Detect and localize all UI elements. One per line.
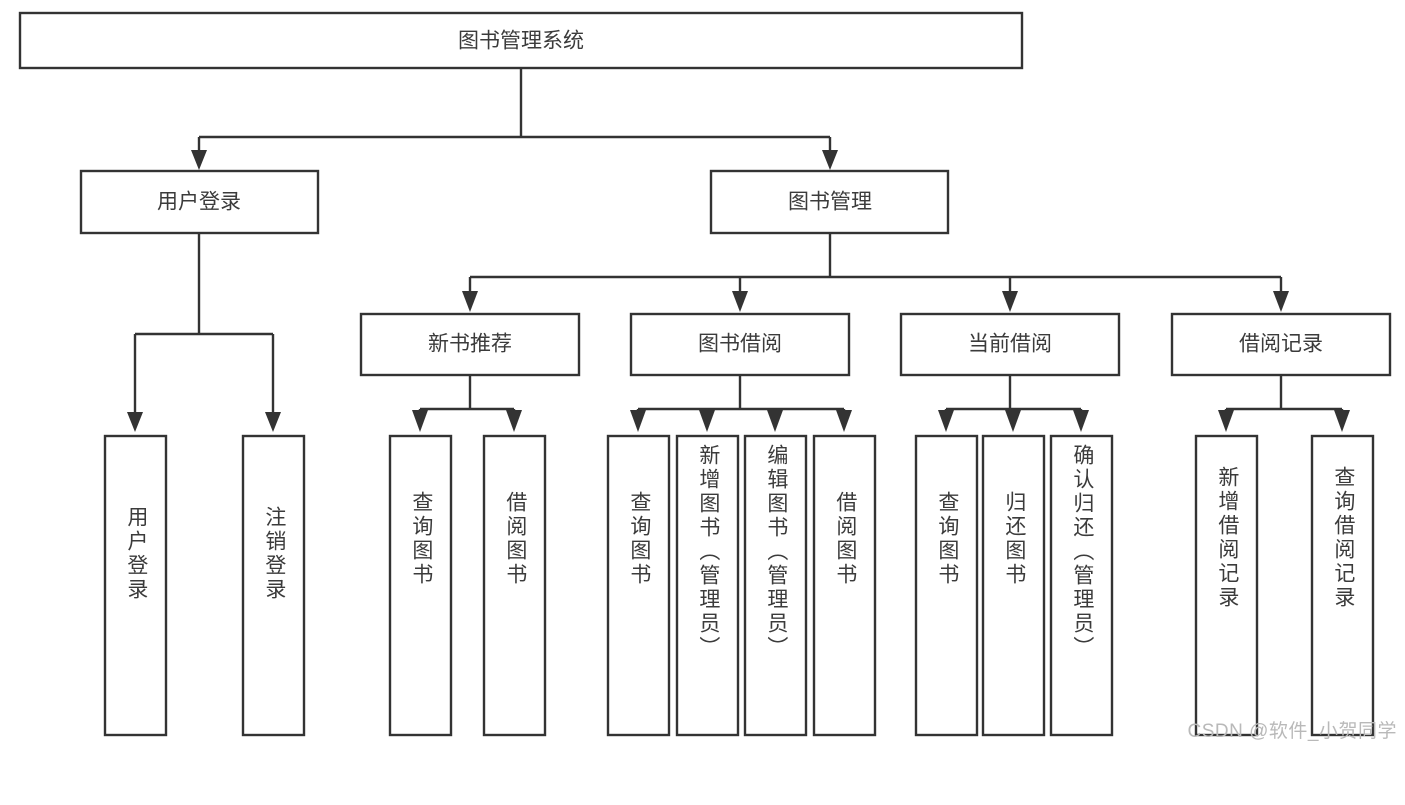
arrow-current-borrow-leaf-1	[938, 410, 954, 432]
arrow-user-login-leaf-2	[265, 412, 281, 432]
node-new-book-recommend-label: 新书推荐	[428, 333, 512, 356]
node-current-borrow-box[interactable]	[899, 312, 1121, 377]
node-borrow-record-label: 借阅记录	[1239, 333, 1323, 356]
arrow-book-borrow-leaf-3	[767, 410, 783, 432]
leaf-box-book-borrow-3[interactable]	[743, 434, 808, 737]
leaf-box-borrow-record-1[interactable]	[1194, 434, 1259, 737]
functional-structure-diagram: 图书管理系统 用户登录 图书管理 新书推荐	[18, 11, 1397, 742]
leaf-box-new-book-1[interactable]	[388, 434, 453, 737]
arrow-to-book-borrow	[732, 291, 748, 312]
csdn-watermark: CSDN @软件_小贺同学	[1187, 721, 1397, 742]
leaf-box-book-borrow-2[interactable]	[675, 434, 740, 737]
leaf-box-user-login-2[interactable]	[241, 434, 306, 737]
node-root-box[interactable]	[18, 11, 1024, 70]
leaf-box-book-borrow-4[interactable]	[812, 434, 877, 737]
arrow-to-new-book	[462, 291, 478, 312]
arrow-borrow-record-leaf-1	[1218, 410, 1234, 432]
leaf-box-book-borrow-1[interactable]	[606, 434, 671, 737]
node-book-borrow-box[interactable]	[629, 312, 851, 377]
arrow-user-login-leaf-1	[127, 412, 143, 432]
arrow-root-to-user-login	[191, 150, 207, 170]
arrow-borrow-record-leaf-2	[1334, 410, 1350, 432]
arrow-root-to-book-manage	[822, 150, 838, 170]
arrow-book-borrow-leaf-2	[699, 410, 715, 432]
node-borrow-record-box[interactable]	[1170, 312, 1392, 377]
diagram-canvas: 图书管理系统 用户登录 图书管理 新书推荐	[18, 11, 1392, 737]
leaf-box-borrow-record-2[interactable]	[1310, 434, 1375, 737]
arrow-to-borrow-record	[1273, 291, 1289, 312]
arrow-book-borrow-leaf-1	[630, 410, 646, 432]
node-root-label: 图书管理系统	[458, 30, 584, 53]
node-user-login-label: 用户登录	[157, 191, 241, 214]
leaf-box-new-book-2[interactable]	[482, 434, 547, 737]
node-book-manage-label: 图书管理	[788, 191, 872, 214]
leaf-box-current-borrow-2[interactable]	[981, 434, 1046, 737]
arrow-new-book-leaf-1	[412, 410, 428, 432]
arrow-current-borrow-leaf-2	[1005, 410, 1021, 432]
arrow-to-current-borrow	[1002, 291, 1018, 312]
leaf-box-user-login-1[interactable]	[103, 434, 168, 737]
node-current-borrow-label: 当前借阅	[968, 333, 1052, 356]
node-book-borrow-label: 图书借阅	[698, 333, 782, 356]
leaf-box-current-borrow-3[interactable]	[1049, 434, 1114, 737]
leaf-box-current-borrow-1[interactable]	[914, 434, 979, 737]
arrow-book-borrow-leaf-4	[836, 410, 852, 432]
node-new-book-recommend-box[interactable]	[359, 312, 581, 377]
node-book-manage-box[interactable]	[709, 169, 950, 235]
arrow-new-book-leaf-2	[506, 410, 522, 432]
arrow-current-borrow-leaf-3	[1073, 410, 1089, 432]
